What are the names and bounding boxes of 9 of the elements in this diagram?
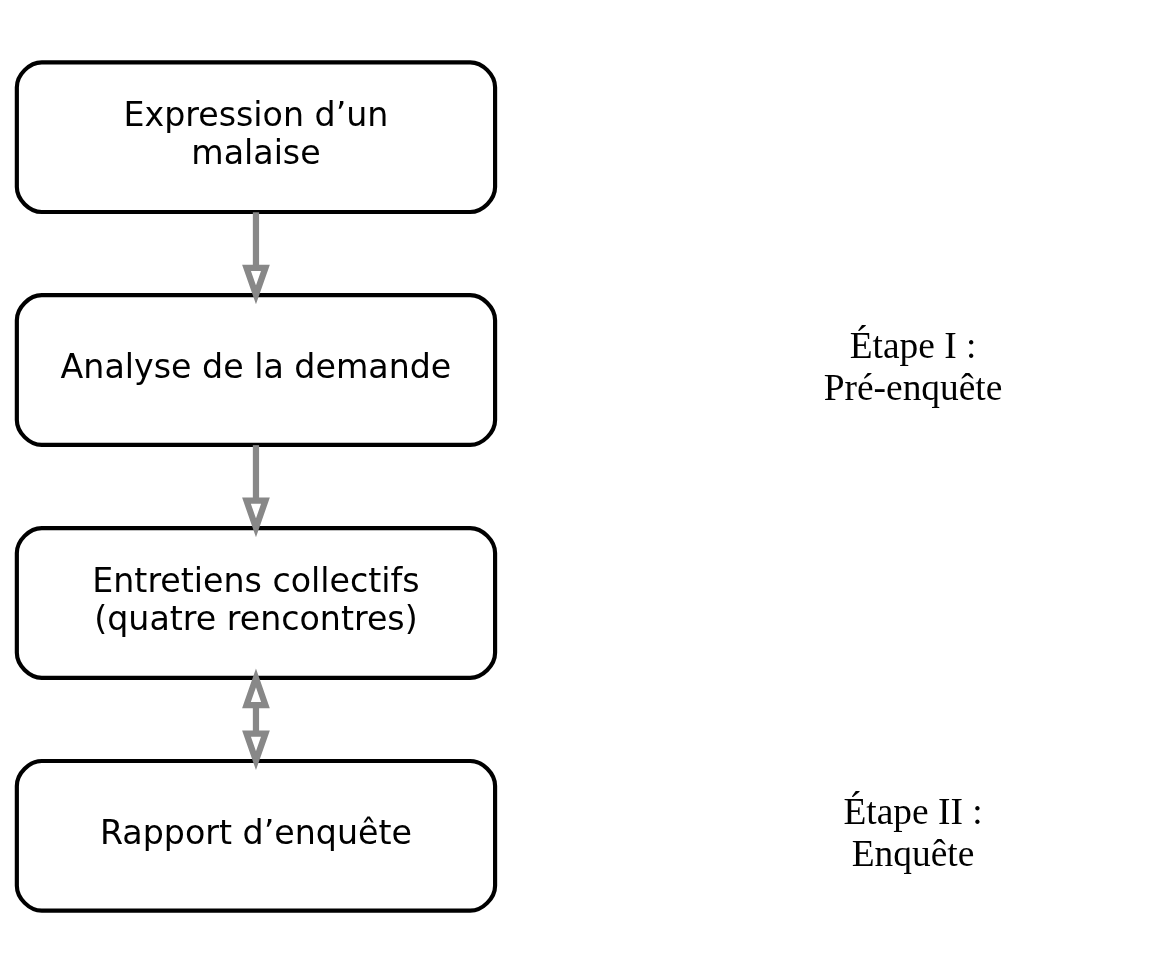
arrow (242, 445, 270, 538)
arrow (242, 668, 270, 771)
node-box: Analyse de la demande (14, 293, 498, 447)
label: Étape I : Pré-enquête (823, 325, 1003, 408)
node-box: Expression d’un malaise (14, 60, 498, 215)
node-box: Rapport d’enquête (14, 758, 498, 913)
node-box: Entretiens collectifs (quatre rencontres) (14, 526, 498, 680)
arrow (242, 212, 270, 305)
label: Étape II : Enquête (843, 791, 983, 874)
